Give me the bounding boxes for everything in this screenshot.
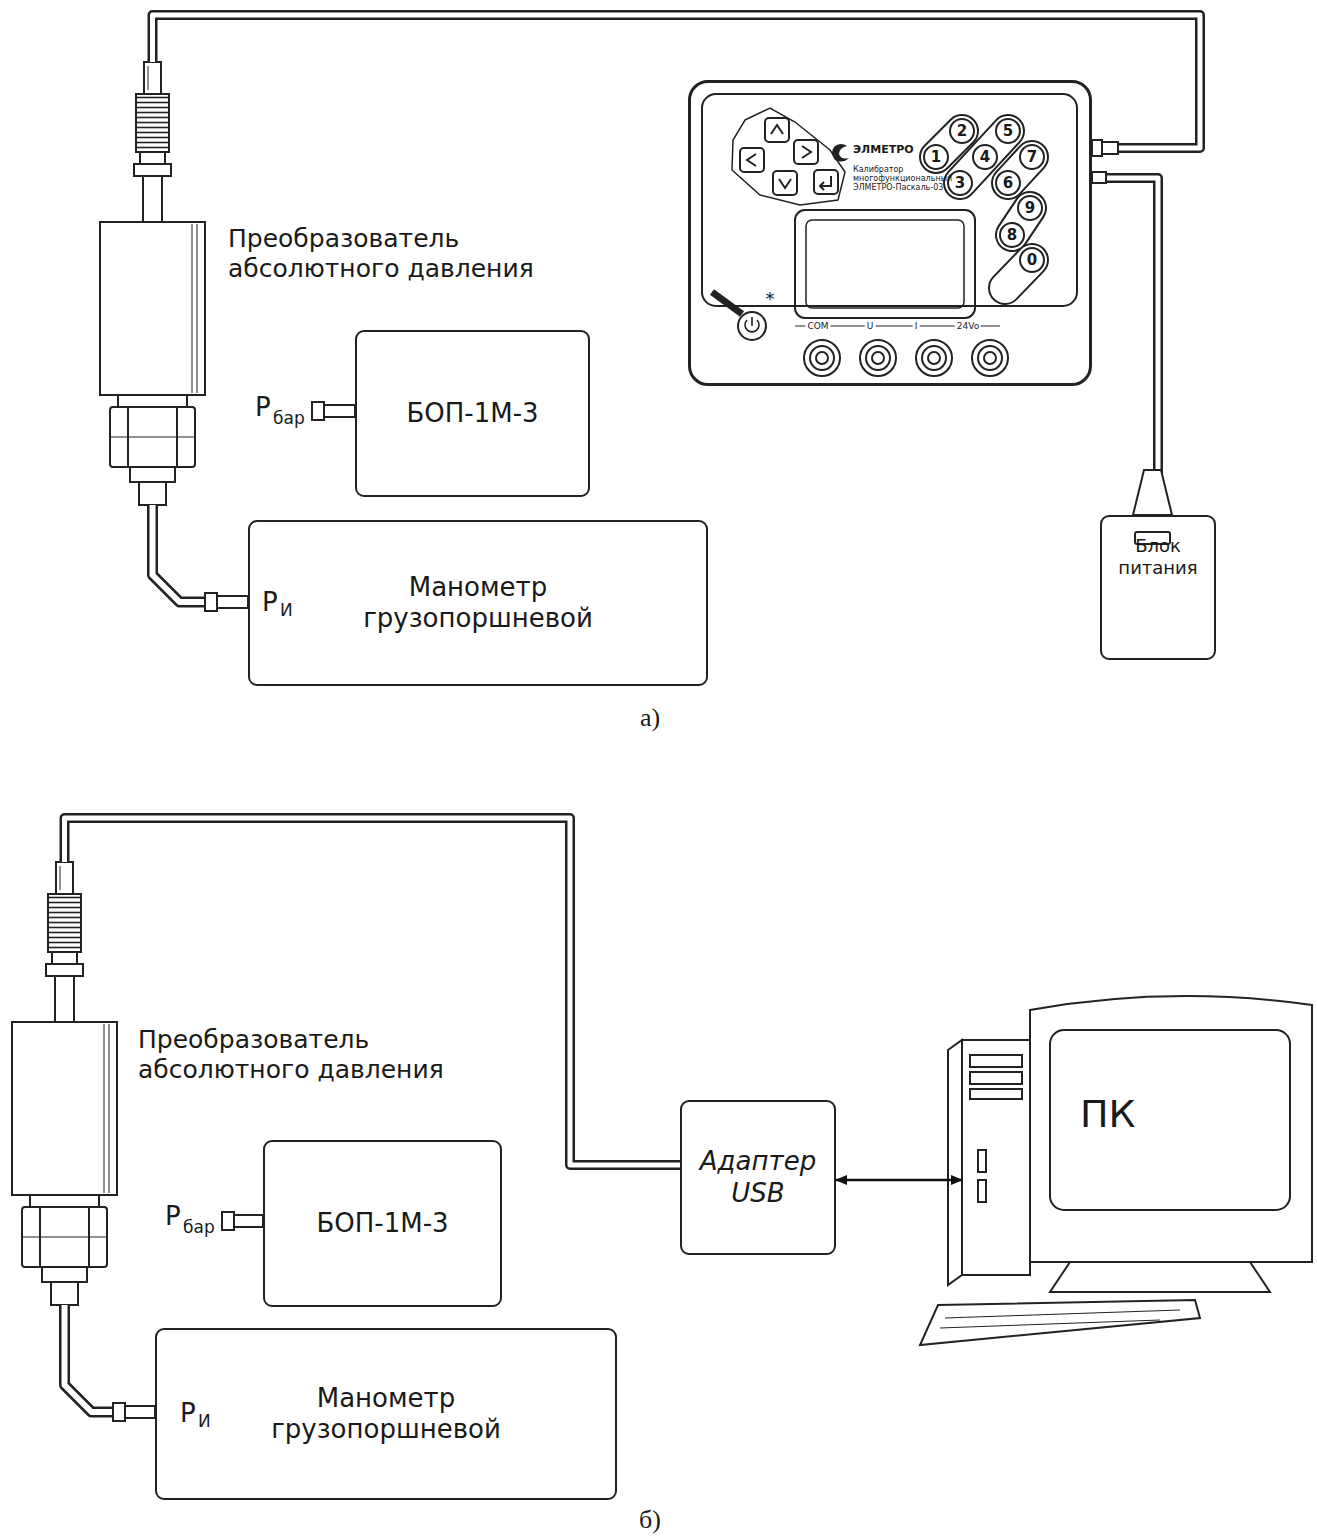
port-label: И [280, 602, 293, 619]
pressure-tube [153, 505, 249, 602]
node-text: ЭЛМЕТРО [853, 144, 963, 157]
figure-label: а) [640, 705, 660, 731]
gauge-box: Манометр грузопоршневой [248, 520, 708, 686]
port-label: 24Vo [955, 322, 981, 331]
port-label: I [913, 322, 920, 331]
port-label: Р [262, 589, 278, 615]
port-label: COM [805, 322, 830, 331]
key-label: 7 [1027, 150, 1037, 165]
key-label: 2 [957, 124, 967, 139]
node-text: Манометр грузопоршневой [348, 572, 608, 634]
port-label: U [865, 322, 876, 331]
gauge-box: Манометр грузопоршневой [155, 1328, 617, 1500]
key-label: 1 [931, 150, 941, 165]
key-label: 3 [955, 176, 965, 191]
port-label: * [766, 290, 775, 308]
node-text: Блок питания [1108, 535, 1208, 578]
node-text: Преобразователь абсолютного давления [228, 224, 568, 284]
unit-box: БОП-1М-3 [263, 1140, 502, 1307]
key-label: 5 [1003, 124, 1013, 139]
node-text: БОП-1М-3 [406, 398, 538, 429]
node-text: Преобразователь абсолютного давления [138, 1025, 478, 1085]
key-label: 0 [1027, 253, 1037, 268]
port-label: Р [255, 394, 271, 420]
calibrator-drawing [702, 94, 1077, 376]
computer: ПК [962, 1000, 1312, 1345]
key-label: 9 [1025, 201, 1035, 216]
unit-box: БОП-1М-3 [355, 330, 590, 497]
transducer: Преобразователь абсолютного давления [12, 862, 117, 1305]
transducer-drawing [12, 862, 117, 1305]
key-label: 6 [1003, 176, 1013, 191]
power-supply-box: Блок питания [1100, 515, 1216, 660]
node-text: ПК [1080, 1092, 1170, 1138]
pressure-tube [65, 1305, 156, 1412]
node-text: Манометр грузопоршневой [256, 1383, 516, 1445]
arrow-line [836, 1180, 962, 1181]
computer-drawing [920, 996, 1312, 1345]
port-label: И [198, 1413, 211, 1430]
figure-label: б) [639, 1507, 661, 1533]
cable [1092, 178, 1158, 515]
cable [65, 818, 681, 1165]
calibrator: ЭЛМЕТРОКалибратор многофункциональный ЭЛ… [688, 80, 1092, 386]
adapter-box: Адаптер USB [680, 1100, 836, 1255]
port-label: Р [180, 1400, 196, 1426]
node-text: БОП-1М-3 [316, 1208, 448, 1239]
port-label: бар [273, 410, 305, 427]
port-label: бар [183, 1219, 215, 1236]
transducer-drawing [100, 62, 205, 505]
key-label: 4 [980, 150, 990, 165]
port-label: Р [165, 1203, 181, 1229]
node-text: Адаптер USB [688, 1146, 828, 1208]
transducer: Преобразователь абсолютного давления [100, 62, 205, 505]
key-label: 8 [1007, 228, 1017, 243]
